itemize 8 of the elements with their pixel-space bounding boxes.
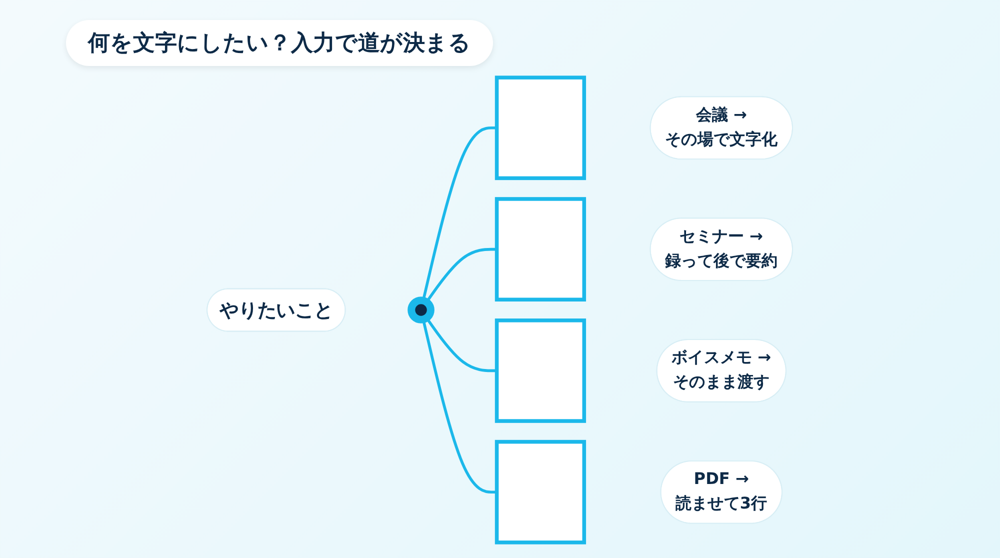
connector: [426, 317, 498, 372]
connector: [426, 248, 498, 303]
node-box: [495, 197, 586, 302]
title: 何を文字にしたい？入力で道が決まる: [66, 20, 493, 66]
node-circle: [408, 296, 435, 324]
node-box: [495, 76, 586, 180]
node-box: [495, 440, 586, 544]
node-box: [495, 318, 586, 423]
